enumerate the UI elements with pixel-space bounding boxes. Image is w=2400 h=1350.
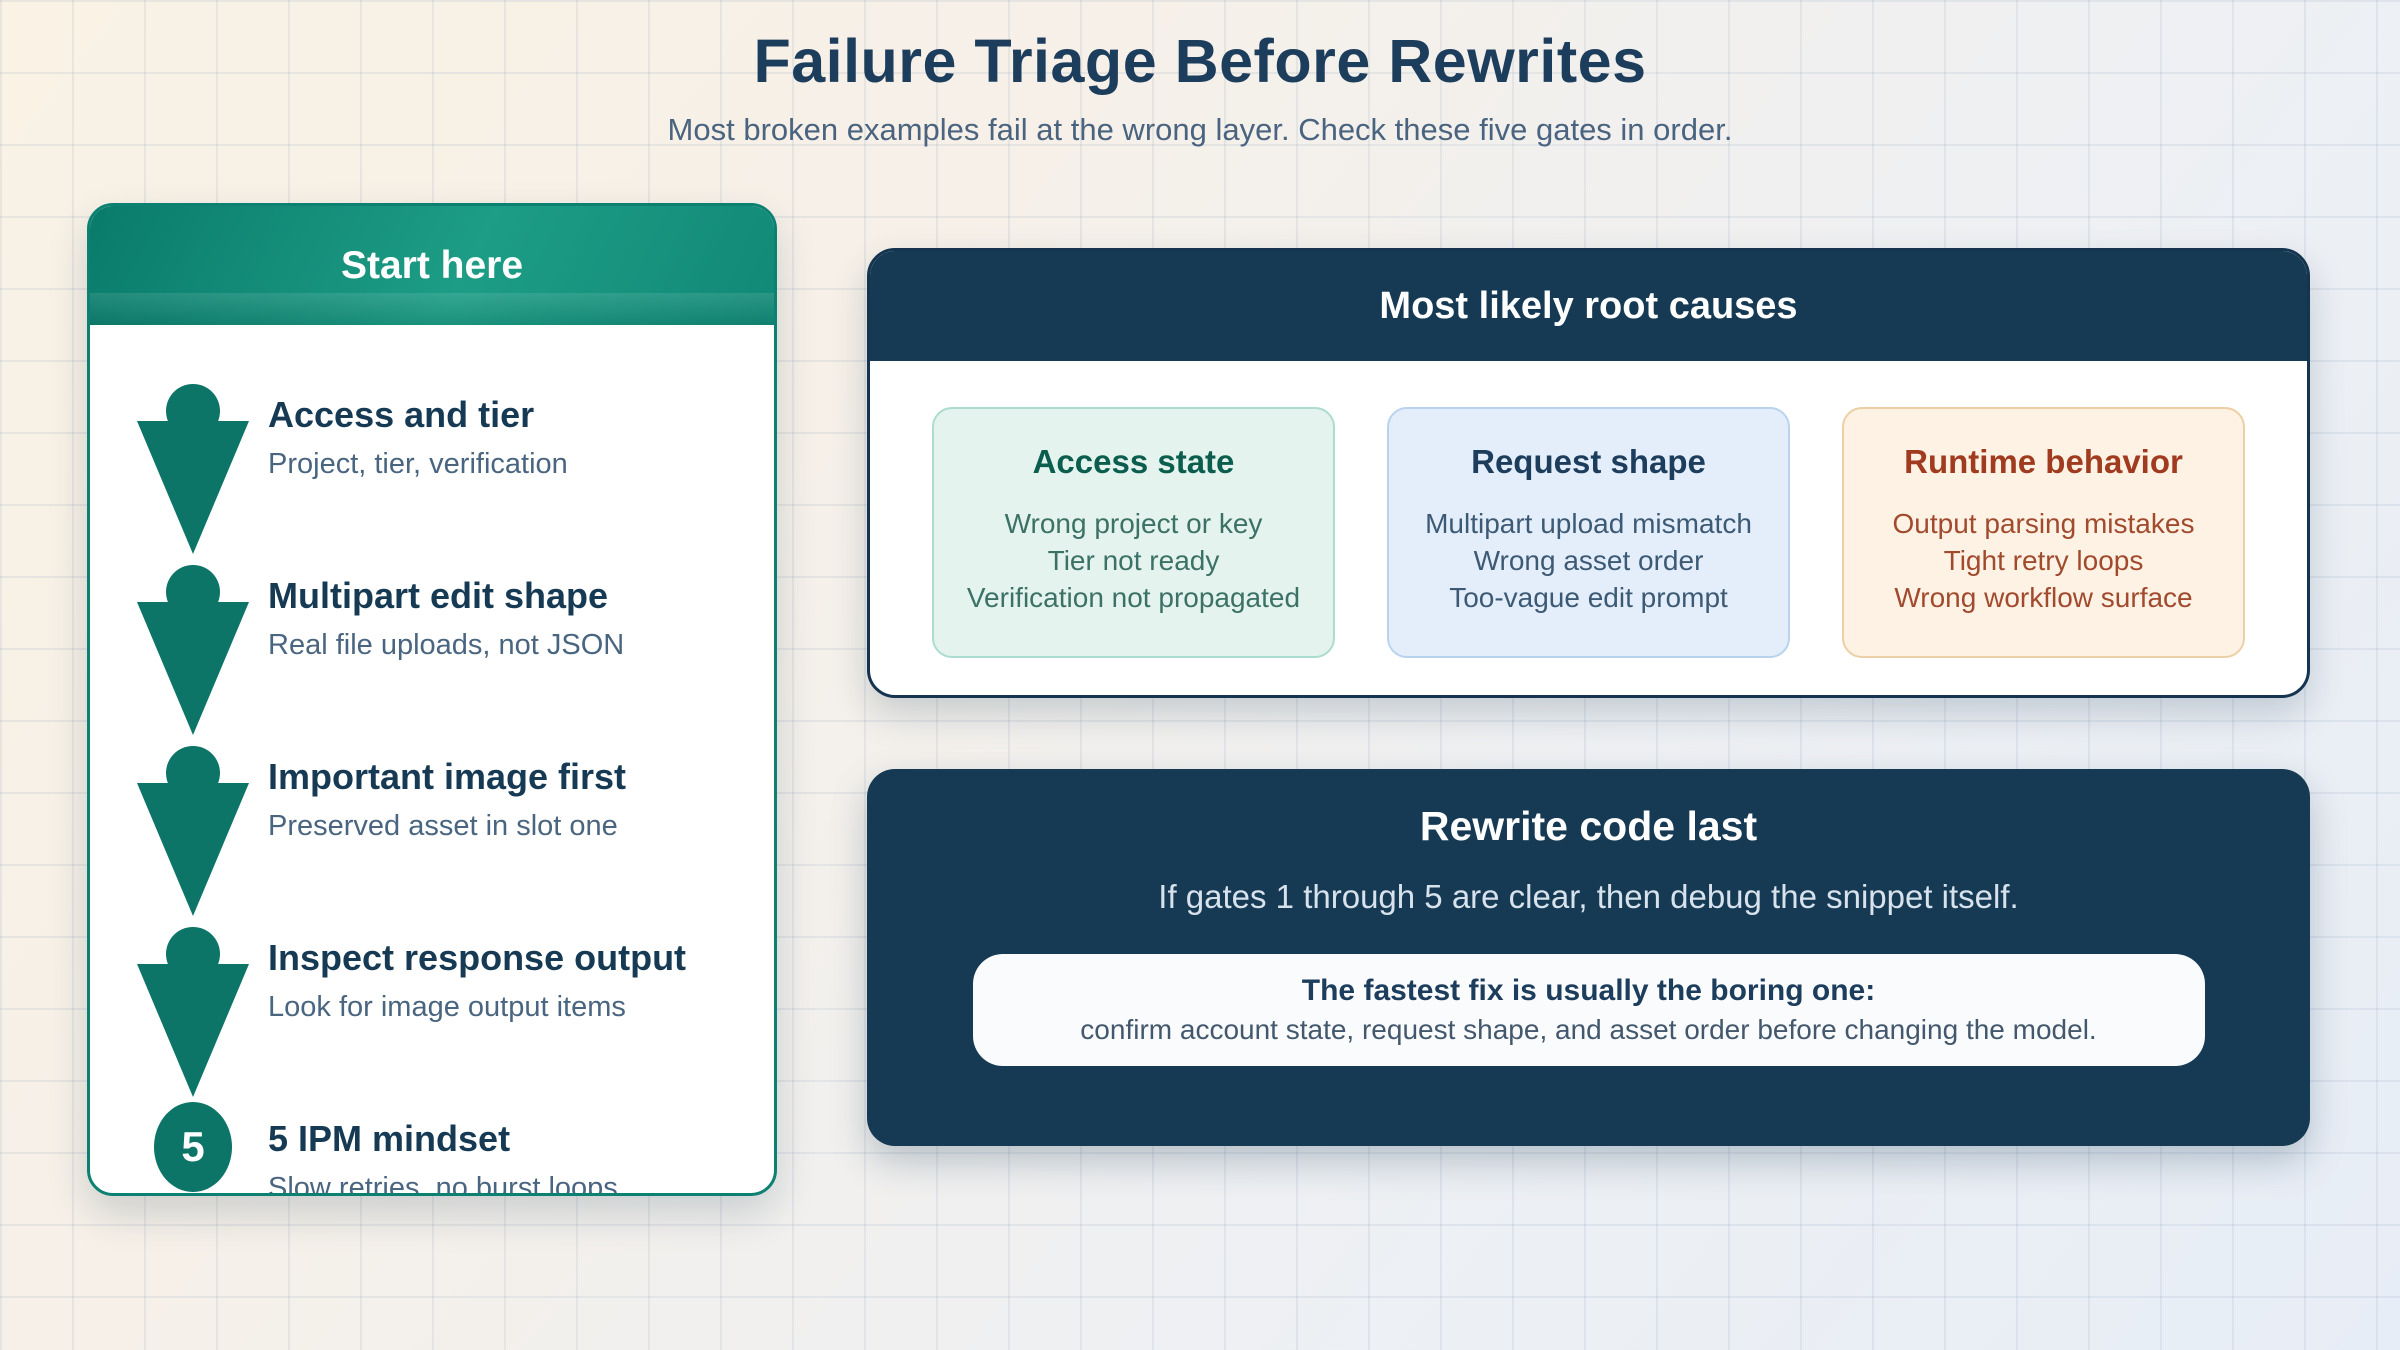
step-title: Important image first xyxy=(268,756,627,797)
step-important-image-first: Important image first Preserved asset in… xyxy=(132,740,774,921)
card-runtime-behavior: Runtime behavior Output parsing mistakes… xyxy=(1842,407,2245,658)
step-multipart-edit-shape: Multipart edit shape Real file uploads, … xyxy=(132,559,774,740)
card-request-shape: Request shape Multipart upload mismatch … xyxy=(1387,407,1790,658)
root-causes-header: Most likely root causes xyxy=(870,251,2307,361)
page-subtitle: Most broken examples fail at the wrong l… xyxy=(667,112,1733,147)
start-here-panel: Start here Access and tier Project, tier… xyxy=(87,203,777,1196)
funnel-arrow-icon xyxy=(132,378,254,556)
card-item: Output parsing mistakes xyxy=(1892,508,2195,539)
step-title: Multipart edit shape xyxy=(268,575,609,616)
card-item: Multipart upload mismatch xyxy=(1425,508,1752,539)
step-5-ipm-mindset: 5 5 IPM mindset Slow retries, no burst l… xyxy=(132,1102,774,1196)
funnel-arrow-icon xyxy=(132,559,254,737)
page-title: Failure Triage Before Rewrites xyxy=(753,27,1647,95)
rewrite-code-last-panel: Rewrite code last If gates 1 through 5 a… xyxy=(867,769,2310,1146)
fastest-fix-title: The fastest fix is usually the boring on… xyxy=(1301,974,1876,1007)
root-causes-cards: Access state Wrong project or key Tier n… xyxy=(870,361,2307,695)
card-title: Access state xyxy=(1032,443,1235,480)
step-subtitle: Real file uploads, not JSON xyxy=(268,629,625,661)
card-item: Wrong project or key xyxy=(1004,508,1263,539)
start-here-label: Start here xyxy=(340,243,524,287)
step-title: 5 IPM mindset xyxy=(268,1118,511,1159)
step-subtitle: Project, tier, verification xyxy=(268,448,568,480)
start-here-header: Start here xyxy=(90,206,774,325)
step-title: Inspect response output xyxy=(268,937,687,978)
funnel-arrow-icon xyxy=(132,740,254,918)
step-access-and-tier: Access and tier Project, tier, verificat… xyxy=(132,378,774,559)
step-5-badge: 5 xyxy=(154,1102,232,1192)
funnel-arrow-icon xyxy=(132,921,254,1099)
card-item: Verification not propagated xyxy=(966,582,1301,613)
card-item: Too-vague edit prompt xyxy=(1449,582,1728,613)
card-title: Runtime behavior xyxy=(1904,443,2183,480)
card-access-state: Access state Wrong project or key Tier n… xyxy=(932,407,1335,658)
step-subtitle: Look for image output items xyxy=(268,991,626,1023)
card-item: Wrong asset order xyxy=(1473,545,1704,576)
rewrite-last-title: Rewrite code last xyxy=(1419,803,1758,849)
rewrite-last-body: If gates 1 through 5 are clear, then deb… xyxy=(1158,878,2019,915)
fastest-fix-body: confirm account state, request shape, an… xyxy=(1080,1014,2097,1045)
fastest-fix-note: The fastest fix is usually the boring on… xyxy=(972,954,2205,1066)
card-item: Tier not ready xyxy=(1047,545,1220,576)
step-inspect-response-output: Inspect response output Look for image o… xyxy=(132,921,774,1102)
card-title: Request shape xyxy=(1471,443,1706,480)
card-item: Wrong workflow surface xyxy=(1894,582,2193,613)
card-item: Tight retry loops xyxy=(1943,545,2144,576)
step-title: Access and tier xyxy=(268,394,535,435)
step-subtitle: Preserved asset in slot one xyxy=(268,810,618,842)
steps-list: Access and tier Project, tier, verificat… xyxy=(90,325,774,1196)
step-subtitle: Slow retries, no burst loops xyxy=(268,1172,618,1196)
root-causes-panel: Most likely root causes Access state Wro… xyxy=(867,248,2310,698)
root-causes-label: Most likely root causes xyxy=(1379,284,1798,327)
